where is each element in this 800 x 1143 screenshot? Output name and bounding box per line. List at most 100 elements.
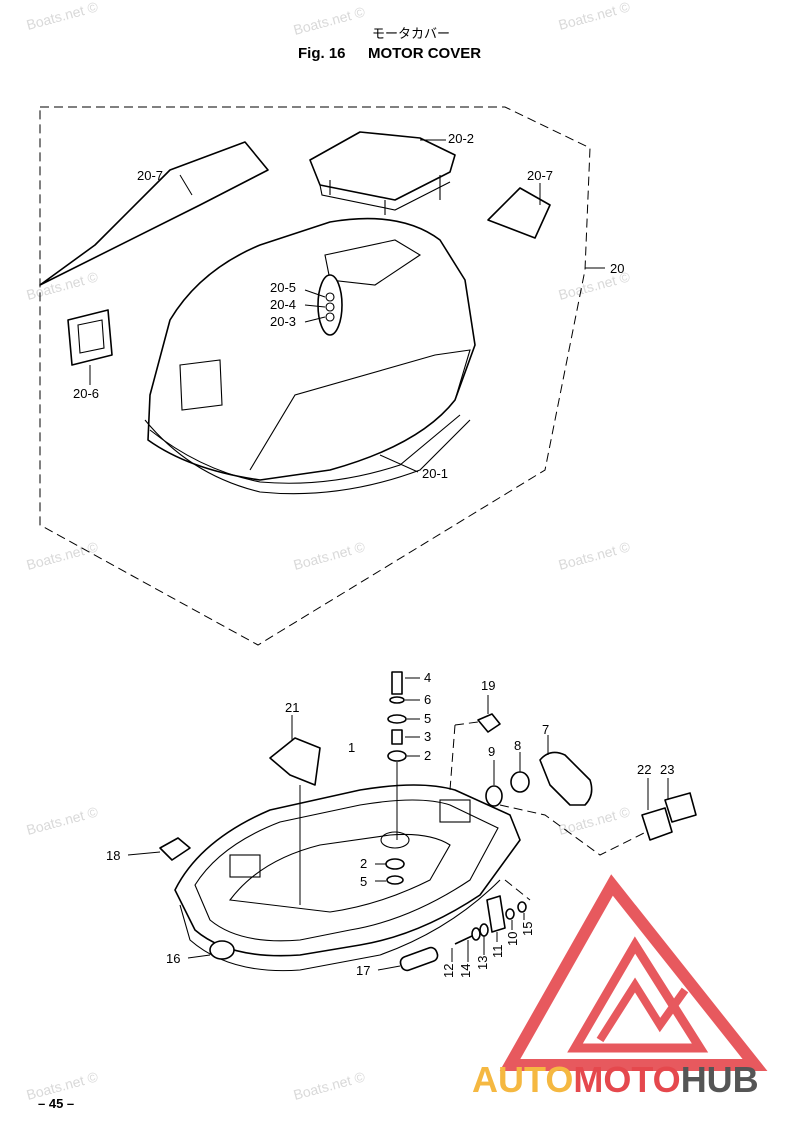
- watermark: Boats.net ©: [292, 538, 368, 573]
- part-20-6-inner: [77, 319, 105, 354]
- grommet-plate: [317, 274, 343, 336]
- washer-5a: [387, 714, 407, 724]
- callout-7: 7: [542, 722, 549, 737]
- washer-14: [471, 927, 481, 941]
- automotohub-logo: AUTOMOTOHUB: [472, 874, 768, 1100]
- cover-rim: [144, 419, 471, 495]
- page-title: MOTOR COVER: [368, 45, 481, 62]
- callout-17: 17: [356, 963, 370, 978]
- decal-right: [487, 187, 551, 239]
- motor-cover-shell: [147, 217, 476, 481]
- bracket-11: [486, 895, 506, 933]
- callout-18: 18: [106, 848, 120, 863]
- nut-10: [505, 908, 515, 920]
- seal-8: [510, 771, 530, 793]
- top-lid: [309, 131, 456, 201]
- watermark: Boats.net ©: [25, 0, 101, 33]
- callout-4: 4: [424, 670, 431, 685]
- svg-text:AUTOMOTOHUB: AUTOMOTOHUB: [472, 1059, 759, 1100]
- callout-23: 23: [660, 762, 674, 777]
- part-20-6-pad: [67, 309, 113, 366]
- grommet-2b: [385, 858, 405, 870]
- leader-18: [127, 851, 161, 856]
- collar-3: [391, 729, 403, 745]
- clip-15: [517, 901, 527, 913]
- bolt-4: [391, 671, 403, 695]
- callout-2-bottom: 2: [360, 856, 367, 871]
- callout-6: 6: [424, 692, 431, 707]
- logo-triangle-icon: [499, 874, 768, 1071]
- lever-assembly-path: [499, 804, 651, 856]
- callout-10: 10: [505, 932, 520, 946]
- bottom-cover-assembly: 4 6 5 3 2 19 21 1 9 8 7 22 23 18 2 5 16 …: [106, 670, 697, 978]
- leader-17: [377, 965, 401, 971]
- grommet-20-3: [325, 312, 335, 322]
- page-number: – 45 –: [38, 1096, 74, 1111]
- callout-20-6: 20-6: [73, 386, 99, 401]
- callout-20-4: 20-4: [270, 297, 296, 312]
- tray-bracket-left: [229, 854, 261, 878]
- callout-22: 22: [637, 762, 651, 777]
- cover-rim-inner: [149, 414, 461, 484]
- leader-20-3: [304, 316, 326, 323]
- figure-number: Fig. 16: [298, 45, 346, 62]
- washer-5b: [386, 875, 404, 885]
- callout-20-7-right: 20-7: [527, 168, 553, 183]
- grommet-18: [159, 837, 191, 861]
- watermark: Boats.net ©: [292, 1068, 368, 1103]
- leader-16: [187, 954, 211, 959]
- assembly-boundary: [39, 106, 591, 646]
- watermark: Boats.net ©: [557, 803, 633, 838]
- tray-boss: [380, 831, 410, 849]
- bolt-12: [454, 935, 473, 945]
- title-japanese: モータカバー: [372, 27, 450, 42]
- plug-16: [209, 940, 235, 960]
- tray-floor: [228, 833, 451, 913]
- bushing-9: [485, 785, 503, 807]
- callout-12: 12: [441, 964, 456, 978]
- watermark: Boats.net ©: [25, 803, 101, 838]
- decal-22: [641, 807, 673, 841]
- callout-20-2: 20-2: [448, 131, 474, 146]
- callout-20-1: 20-1: [422, 466, 448, 481]
- grommet-2a: [387, 750, 407, 762]
- logo-text-moto: MOTO: [573, 1059, 680, 1100]
- callout-15: 15: [520, 922, 535, 936]
- decal-left: [39, 141, 269, 286]
- callout-3: 3: [424, 729, 431, 744]
- part-21-latch: [269, 737, 321, 786]
- callout-21: 21: [285, 700, 299, 715]
- leader-20-7a: [179, 174, 193, 196]
- grommet-17: [399, 946, 439, 972]
- leader-19-dash: [454, 721, 479, 726]
- callout-19: 19: [481, 678, 495, 693]
- callout-5-top: 5: [424, 711, 431, 726]
- leader-20-5: [304, 289, 326, 298]
- bottom-cover-tray: [174, 784, 521, 957]
- callout-2-top: 2: [424, 748, 431, 763]
- cover-vent: [179, 359, 223, 411]
- leader-20-4: [304, 304, 326, 308]
- top-cover-assembly: 20-7 20-7 20-2 20 20-5 20-4 20-3 20-6 20…: [39, 106, 624, 646]
- logo-text-hub: HUB: [681, 1059, 759, 1100]
- fastener-path: [504, 879, 531, 901]
- callout-20: 20: [610, 261, 624, 276]
- callout-8: 8: [514, 738, 521, 753]
- callout-14: 14: [458, 964, 473, 978]
- leader-20-1: [379, 454, 419, 473]
- washer-13: [479, 923, 489, 937]
- callout-20-5: 20-5: [270, 280, 296, 295]
- callout-5-bottom: 5: [360, 874, 367, 889]
- part-19-fitting: [477, 713, 501, 733]
- grommet-20-5: [325, 292, 335, 302]
- cover-side-panel: [249, 349, 471, 471]
- washer-6: [389, 696, 405, 704]
- watermark: Boats.net ©: [557, 538, 633, 573]
- watermark: Boats.net ©: [25, 538, 101, 573]
- decal-23: [664, 792, 697, 823]
- logo-text-auto: AUTO: [472, 1059, 573, 1100]
- callout-11: 11: [490, 945, 505, 959]
- callout-9: 9: [488, 744, 495, 759]
- callout-13: 13: [475, 956, 490, 970]
